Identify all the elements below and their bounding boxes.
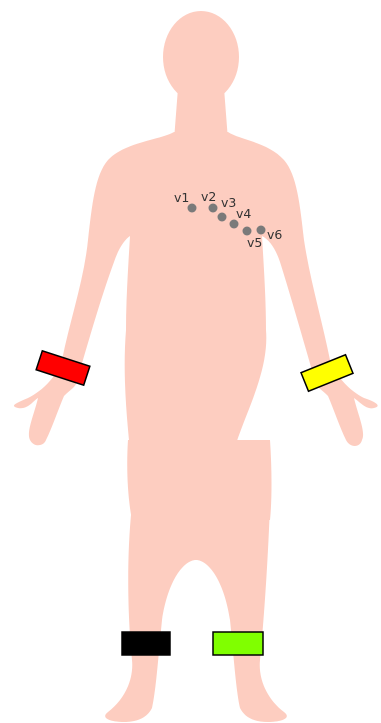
- lead-label-v6: v6: [267, 227, 282, 242]
- lead-label-v5: v5: [247, 235, 262, 250]
- chest-electrode-v6: [257, 226, 266, 235]
- lead-label-v3: v3: [221, 195, 236, 210]
- chest-electrode-v2: [209, 204, 218, 213]
- torso-and-arms: [14, 132, 378, 470]
- lead-label-v4: v4: [236, 206, 251, 221]
- lead-label-v2: v2: [201, 189, 216, 204]
- chest-electrode-v3: [218, 213, 227, 222]
- lead-label-v1: v1: [174, 190, 189, 205]
- limb-electrode-right-leg: [122, 632, 170, 655]
- limb-electrode-left-leg: [213, 632, 263, 655]
- legs: [105, 505, 287, 722]
